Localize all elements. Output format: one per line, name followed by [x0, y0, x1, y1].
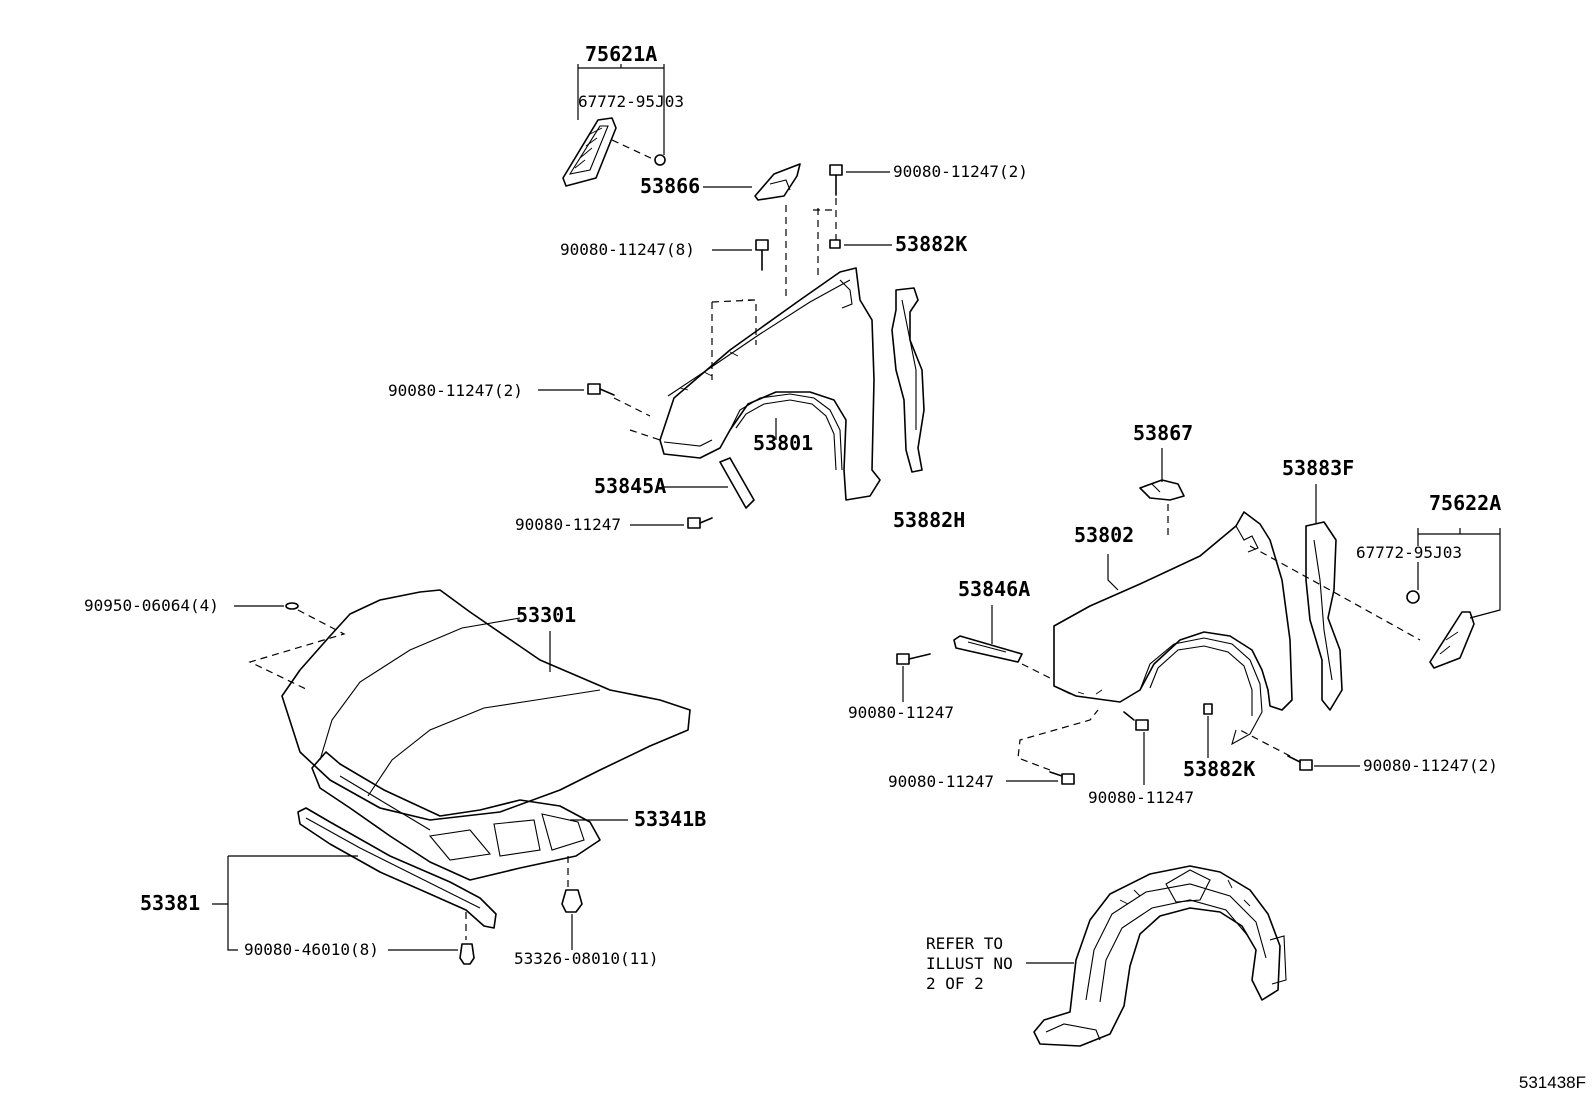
- clip-67772-right: [1406, 590, 1420, 604]
- dashline-fender-right: [1249, 545, 1421, 641]
- label-67772-left: 67772-95J03: [578, 92, 684, 111]
- moulding-75621a: [562, 117, 617, 187]
- label-90080-2-top: 90080-11247(2): [893, 162, 1028, 181]
- dashline-bolt-right-2: [1239, 729, 1291, 757]
- refer-line-2: ILLUST NO: [926, 954, 1013, 973]
- bolt-left-single: [687, 517, 713, 529]
- label-53801: 53801: [753, 431, 813, 455]
- dashline-53846a: [1021, 663, 1051, 679]
- bolt-left-2: [587, 383, 615, 396]
- label-53326: 53326-08010(11): [514, 949, 659, 968]
- seal-53883f: [1305, 521, 1343, 711]
- label-67772-right: 67772-95J03: [1356, 543, 1462, 562]
- clip-53882k-bottom: [1203, 703, 1213, 715]
- bracket-53867: [1139, 479, 1185, 501]
- clip-90080-46010: [459, 943, 475, 965]
- bolt-right-2: [1287, 755, 1313, 771]
- hood-inner-53341b: [311, 751, 601, 881]
- clip-53326: [561, 889, 583, 913]
- bracket-53845a: [719, 457, 755, 509]
- label-53883f: 53883F: [1282, 456, 1354, 480]
- label-90080-2-right: 90080-11247(2): [1363, 756, 1498, 775]
- label-53381: 53381: [140, 891, 200, 915]
- bolt-top-right: [829, 164, 843, 196]
- clip-67772-left: [654, 154, 666, 166]
- bracket-53846a: [953, 635, 1023, 663]
- label-53341b: 53341B: [634, 807, 706, 831]
- label-53867: 53867: [1133, 421, 1193, 445]
- fender-53801: [659, 267, 881, 501]
- dashline-bolt-left-2: [613, 397, 661, 441]
- bolt-8: [755, 239, 769, 271]
- seal-53882h: [891, 287, 925, 473]
- dashline-clip-left: [611, 139, 656, 161]
- label-90080-mid2: 90080-11247: [1088, 788, 1194, 807]
- seal-53381: [297, 807, 497, 929]
- label-90950: 90950-06064(4): [84, 596, 219, 615]
- refer-line-3: 2 OF 2: [926, 974, 984, 993]
- label-75622a: 75622A: [1429, 491, 1501, 515]
- label-53882k-top: 53882K: [895, 232, 967, 256]
- bolt-mid3: [1049, 771, 1075, 785]
- clip-53882k-top: [829, 239, 841, 249]
- fender-liner: [1033, 865, 1287, 1047]
- hood-53301: [281, 589, 691, 821]
- label-90080-8: 90080-11247(8): [560, 240, 695, 259]
- label-90080-mid1: 90080-11247: [848, 703, 954, 722]
- label-53301: 53301: [516, 603, 576, 627]
- label-53882h: 53882H: [893, 508, 965, 532]
- bracket-53866: [754, 163, 801, 201]
- leader-53381: [212, 855, 358, 951]
- label-90080-46010: 90080-46010(8): [244, 940, 379, 959]
- fender-53802: [1053, 511, 1293, 746]
- label-75621a: 75621A: [585, 42, 657, 66]
- label-53845a: 53845A: [594, 474, 666, 498]
- moulding-75622a: [1429, 611, 1475, 669]
- label-53802: 53802: [1074, 523, 1134, 547]
- leader-75621a: [577, 64, 665, 155]
- bolt-mid1: [896, 653, 931, 665]
- bolt-mid2: [1123, 711, 1149, 731]
- plug-90950: [285, 602, 299, 610]
- label-90080-2-left: 90080-11247(2): [388, 381, 523, 400]
- refer-line-1: REFER TO: [926, 934, 1003, 953]
- dashline-bolt-mid3: [1017, 709, 1099, 771]
- label-53866: 53866: [640, 174, 700, 198]
- label-53846a: 53846A: [958, 577, 1030, 601]
- label-53882k-bottom: 53882K: [1183, 757, 1255, 781]
- diagram-id: 531438F: [1518, 1073, 1586, 1092]
- leader-53802: [1107, 554, 1119, 591]
- label-90080-mid3: 90080-11247: [888, 772, 994, 791]
- leader-75622a: [1417, 528, 1501, 619]
- label-90080-left: 90080-11247: [515, 515, 621, 534]
- dashline-90950: [248, 609, 346, 691]
- dashline-fender-top: [711, 205, 832, 380]
